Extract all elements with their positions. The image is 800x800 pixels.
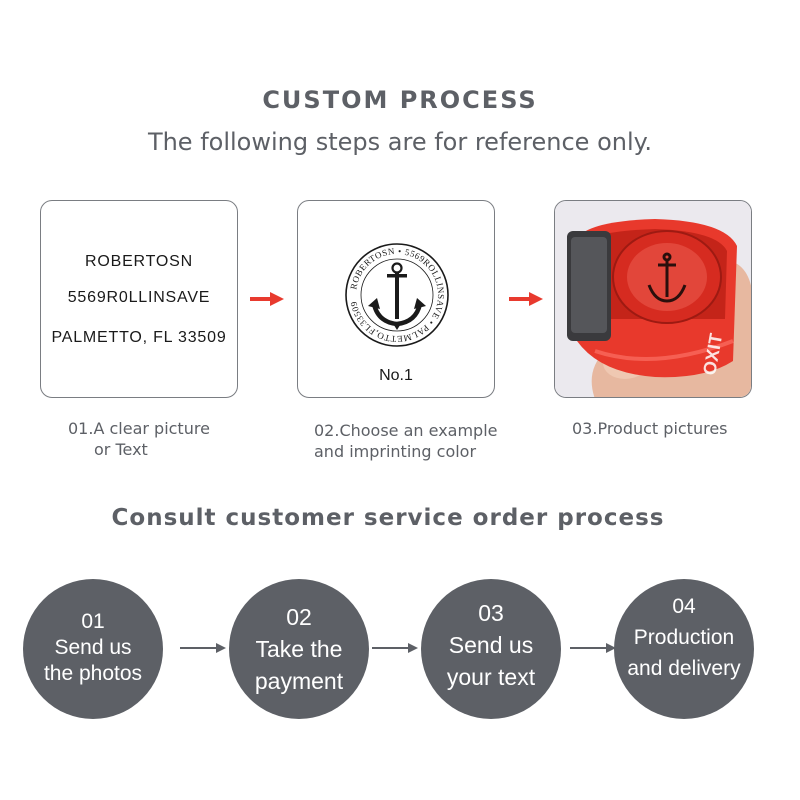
caption-line: 01.A clear picture: [68, 419, 210, 438]
step-caption-1: 01.A clear picture or Text: [68, 418, 210, 460]
order-step-number: 04: [672, 595, 696, 618]
step-caption-2: 02.Choose an example and imprinting colo…: [314, 420, 498, 462]
step-card-product-photo: OXIT: [554, 200, 752, 398]
anchor-seal-icon: ROBERTOSN • 5569ROLLINSAVE • PALMETTO,FL…: [345, 243, 449, 347]
red-arrow-icon: [250, 292, 284, 306]
order-step-line: the photos: [43, 662, 143, 685]
order-step-line: Production: [633, 626, 735, 649]
example-label: No.1: [379, 367, 413, 384]
page-title: CUSTOM PROCESS: [262, 86, 538, 114]
address-line-street: 5569R0LLINSAVE: [67, 289, 211, 306]
order-step-4: 04 Production and delivery: [614, 579, 754, 719]
order-step-number: 01: [81, 610, 105, 633]
order-step-line: Send us: [448, 632, 534, 658]
order-step-line: payment: [254, 668, 344, 694]
page-subtitle: The following steps are for reference on…: [147, 128, 653, 156]
order-step-1: 01 Send us the photos: [23, 579, 163, 719]
address-line-name: ROBERTOSN: [85, 253, 193, 270]
order-step-2: 02 Take the payment: [229, 579, 369, 719]
address-line-city: PALMETTO, FL 33509: [51, 329, 227, 346]
caption-line: 03.Product pictures: [572, 419, 728, 438]
step-card-example: ROBERTOSN • 5569ROLLINSAVE • PALMETTO,FL…: [297, 200, 495, 398]
gray-arrow-icon: [570, 643, 616, 653]
caption-line: or Text: [94, 440, 148, 459]
step-card-text: ROBERTOSN 5569R0LLINSAVE PALMETTO, FL 33…: [40, 200, 238, 398]
caption-line: and imprinting color: [314, 442, 477, 461]
gray-arrow-icon: [372, 643, 418, 653]
gray-arrow-icon: [180, 643, 226, 653]
step-caption-3: 03.Product pictures: [572, 418, 728, 439]
order-step-line: and delivery: [627, 657, 741, 680]
order-step-number: 03: [478, 600, 504, 626]
order-step-line: your text: [446, 664, 536, 690]
order-step-line: Take the: [255, 636, 343, 662]
caption-line: 02.Choose an example: [314, 421, 498, 440]
consult-title: Consult customer service order process: [111, 505, 665, 531]
stamp-product-image: OXIT: [555, 201, 751, 397]
order-step-3: 03 Send us your text: [421, 579, 561, 719]
red-arrow-icon: [509, 292, 543, 306]
order-step-line: Send us: [54, 636, 132, 659]
order-step-number: 02: [286, 604, 312, 630]
